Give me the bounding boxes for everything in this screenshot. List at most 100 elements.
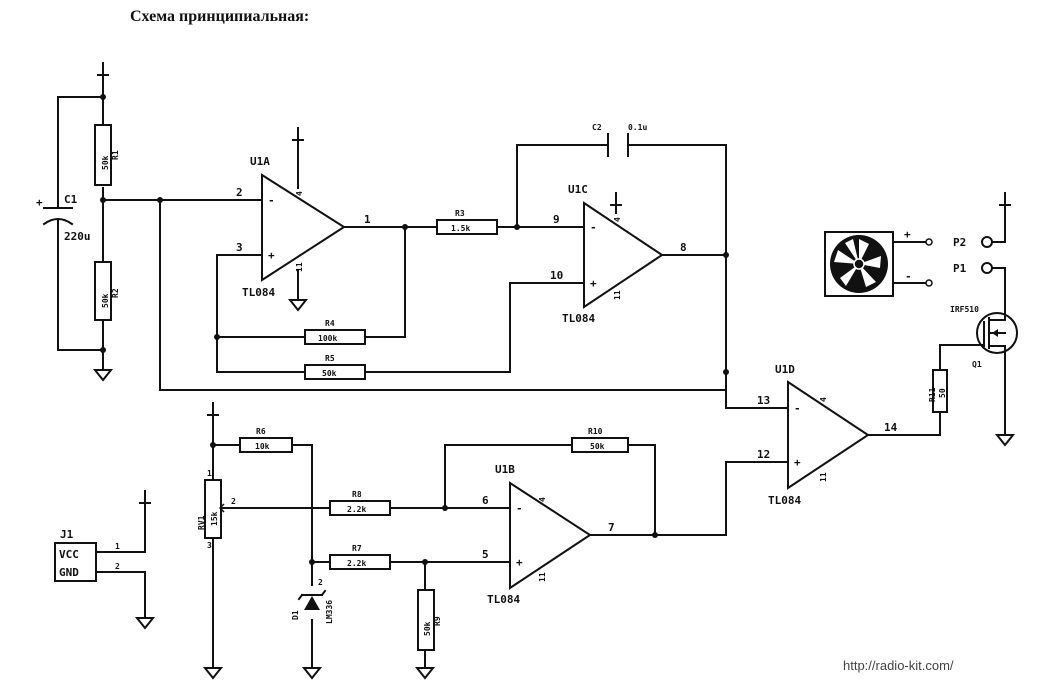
resistor-r5: R5 50k	[304, 354, 366, 380]
mosfet-q1: IRF510 Q1	[950, 304, 1018, 369]
svg-text:RV1: RV1	[197, 515, 206, 530]
fan-icon: + -	[824, 228, 933, 297]
svg-text:+: +	[516, 556, 523, 569]
svg-text:R6: R6	[256, 427, 266, 436]
svg-text:11: 11	[613, 290, 622, 300]
svg-text:U1B: U1B	[495, 463, 515, 476]
svg-text:13: 13	[757, 394, 770, 407]
svg-text:+: +	[904, 228, 911, 241]
svg-text:100k: 100k	[318, 334, 337, 343]
svg-text:R11: R11	[928, 387, 937, 402]
opamp-u1a: U1A TL084 2 3 1 - + 4 11	[236, 155, 371, 299]
terminal-p1: P1	[953, 262, 993, 275]
svg-text:+: +	[268, 249, 275, 262]
svg-text:U1A: U1A	[250, 155, 270, 168]
svg-text:0.1u: 0.1u	[628, 123, 647, 132]
svg-text:7: 7	[608, 521, 615, 534]
svg-text:R8: R8	[352, 490, 362, 499]
svg-text:15k: 15k	[210, 511, 219, 526]
svg-text:GND: GND	[59, 566, 79, 579]
svg-text:5: 5	[482, 548, 489, 561]
resistor-r8: R8 2.2k	[329, 490, 391, 516]
resistor-r9: 50k R9	[417, 589, 442, 651]
svg-text:-: -	[794, 402, 801, 415]
svg-text:-: -	[590, 221, 597, 234]
svg-text:R1: R1	[111, 150, 120, 160]
svg-text:2: 2	[231, 497, 236, 506]
svg-text:R5: R5	[325, 354, 335, 363]
svg-text:VCC: VCC	[59, 548, 79, 561]
svg-text:8: 8	[680, 241, 687, 254]
resistor-r4: R4 100k	[304, 319, 366, 345]
svg-text:-: -	[268, 194, 275, 207]
svg-text:2: 2	[318, 578, 323, 587]
svg-text:R2: R2	[111, 288, 120, 298]
capacitor-c2: C2 0.1u	[592, 123, 647, 157]
svg-text:P1: P1	[953, 262, 967, 275]
svg-text:2.2k: 2.2k	[347, 505, 366, 514]
svg-text:TL084: TL084	[487, 593, 520, 606]
svg-text:C2: C2	[592, 123, 602, 132]
svg-text:50k: 50k	[322, 369, 337, 378]
svg-text:+: +	[36, 196, 43, 209]
resistor-r2: 50k R2	[94, 261, 120, 321]
svg-text:50k: 50k	[101, 155, 110, 170]
svg-text:12: 12	[757, 448, 770, 461]
svg-text:IRF510: IRF510	[950, 305, 979, 314]
svg-text:9: 9	[553, 213, 560, 226]
svg-text:TL084: TL084	[242, 286, 275, 299]
potentiometer-rv1: RV1 15k 1 2 3	[197, 469, 236, 550]
svg-text:6: 6	[482, 494, 489, 507]
source-url: http://radio-kit.com/	[843, 658, 954, 673]
connector-j1: VCC GND J1 1 2	[54, 528, 120, 582]
svg-text:1: 1	[364, 213, 371, 226]
svg-text:TL084: TL084	[562, 312, 595, 325]
svg-text:R4: R4	[325, 319, 335, 328]
svg-text:10: 10	[550, 269, 563, 282]
svg-text:11: 11	[538, 572, 547, 582]
svg-text:50k: 50k	[101, 293, 110, 308]
resistor-r10: R10 50k	[571, 427, 629, 453]
svg-text:-: -	[516, 502, 523, 515]
svg-text:10k: 10k	[255, 442, 270, 451]
resistor-r11: R11 50	[928, 369, 948, 413]
junctions	[100, 94, 729, 565]
svg-text:220u: 220u	[64, 230, 91, 243]
svg-text:4: 4	[295, 191, 304, 196]
svg-text:50k: 50k	[590, 442, 605, 451]
svg-text:R7: R7	[352, 544, 362, 553]
svg-text:R3: R3	[455, 209, 465, 218]
svg-text:3: 3	[236, 241, 243, 254]
svg-text:4: 4	[819, 397, 828, 402]
vcc-symbols	[97, 62, 1011, 504]
terminal-p2: P2	[953, 236, 993, 249]
svg-text:D1: D1	[291, 610, 300, 620]
svg-text:11: 11	[295, 262, 304, 272]
svg-text:R9: R9	[433, 616, 442, 626]
svg-text:14: 14	[884, 421, 898, 434]
ground-symbols	[92, 299, 1016, 680]
resistor-r7: R7 2.2k	[329, 544, 391, 570]
page-title: Схема принципиальная:	[130, 8, 310, 25]
capacitor-c1: + C1 220u	[36, 191, 91, 243]
resistor-r6: R6 10k	[239, 427, 293, 453]
svg-text:1.5k: 1.5k	[451, 224, 470, 233]
svg-text:1: 1	[207, 469, 212, 478]
svg-text:2: 2	[115, 562, 120, 571]
svg-text:R10: R10	[588, 427, 603, 436]
svg-text:11: 11	[819, 472, 828, 482]
svg-text:50: 50	[938, 388, 947, 398]
svg-text:TL084: TL084	[768, 494, 801, 507]
opamp-u1c: U1C TL084 9 10 8 - + 4 11	[550, 183, 687, 325]
svg-text:3: 3	[207, 541, 212, 550]
zener-d1: D1 LM336 2	[291, 578, 334, 624]
svg-text:2.2k: 2.2k	[347, 559, 366, 568]
opamp-u1b: U1B TL084 6 5 7 - + 4 11	[482, 463, 615, 606]
svg-text:1: 1	[115, 542, 120, 551]
svg-text:50k: 50k	[423, 621, 432, 636]
opamp-u1d: U1D TL084 13 12 14 - + 4 11	[757, 363, 898, 507]
svg-text:-: -	[905, 270, 912, 283]
svg-text:2: 2	[236, 186, 243, 199]
svg-text:+: +	[794, 456, 801, 469]
svg-text:P2: P2	[953, 236, 966, 249]
